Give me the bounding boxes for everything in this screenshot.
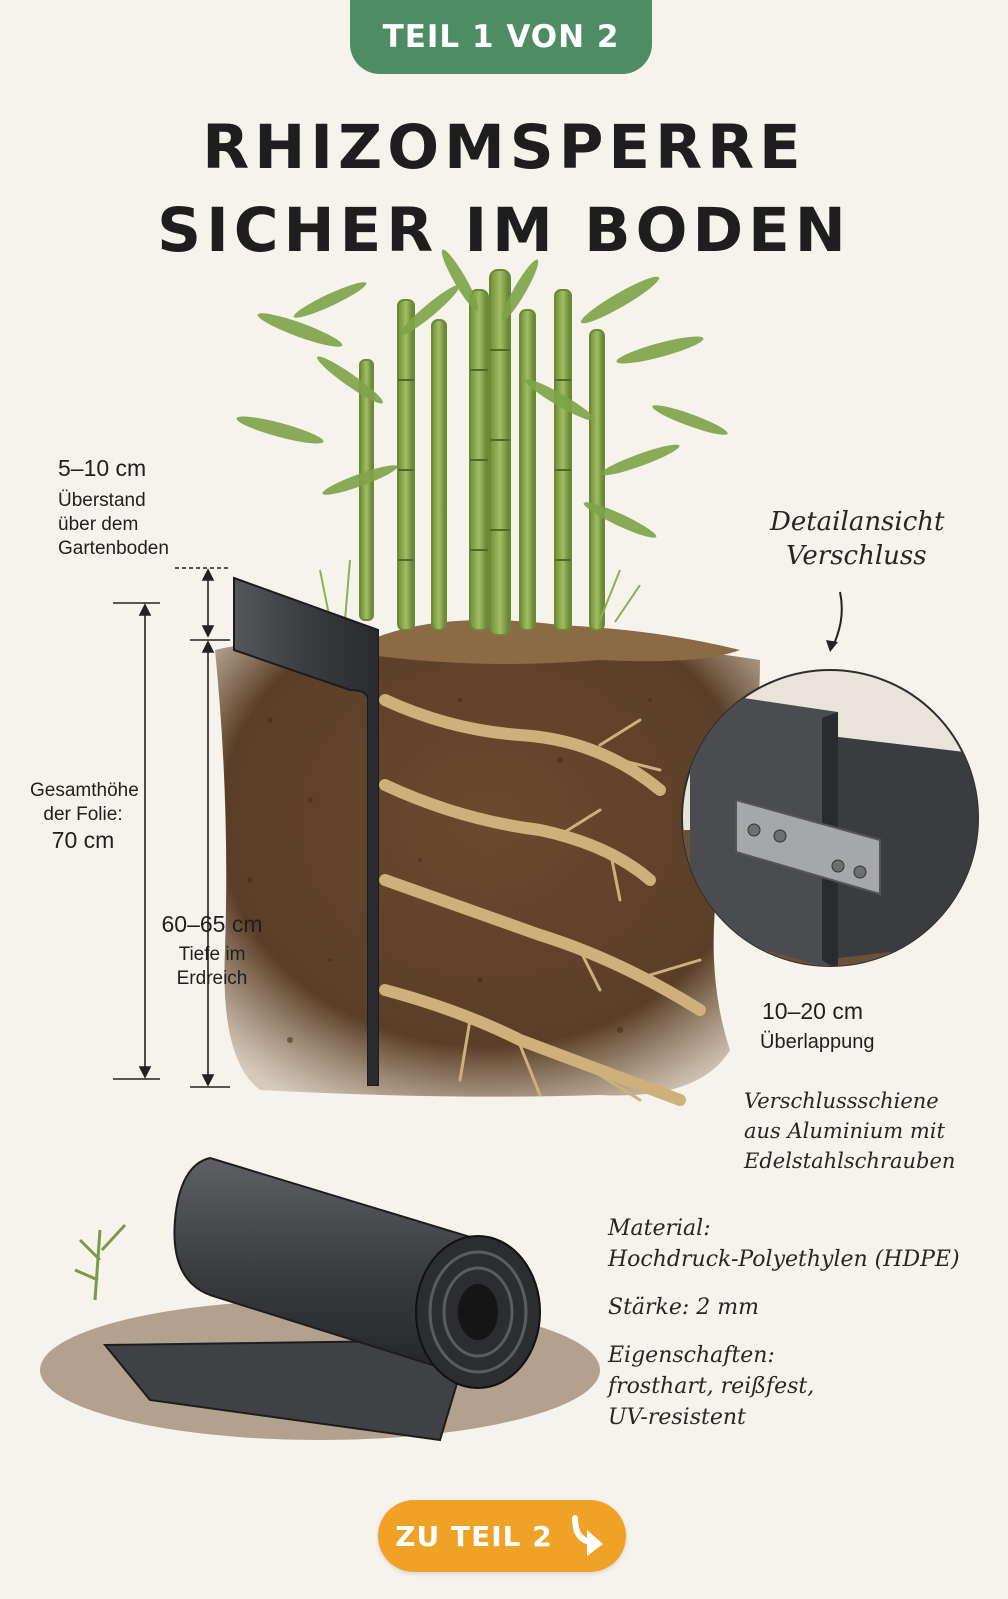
material-label: Material:: [608, 1216, 711, 1241]
depth-value: 60–65 cm: [161, 911, 263, 937]
part-badge: TEIL 1 VON 2: [350, 0, 652, 74]
material-specs: Material: Hochdruck-Polyethylen (HDPE) S…: [608, 1213, 960, 1433]
detail-view-title-line: Detailansicht: [770, 507, 945, 537]
total-height-value: 70 cm: [51, 827, 115, 853]
rhizome-roots: [379, 694, 706, 1106]
page-title-line-1: RHIZOMSPERRE: [202, 112, 806, 183]
soil-cross-section: [215, 620, 760, 1097]
overhang-description-line: Überstand: [58, 490, 146, 511]
overlap-label: Überlappung: [760, 1031, 875, 1053]
total-height-description-line: der Folie:: [43, 804, 123, 825]
detail-view-title: Detailansicht Verschluss: [770, 505, 944, 573]
overhang-description-line: Gartenboden: [58, 538, 169, 559]
properties-line: frosthart, reißfest,: [608, 1374, 815, 1399]
overhang-value: 5–10 cm: [58, 455, 147, 481]
next-part-button[interactable]: ZU TEIL 2: [378, 1500, 626, 1572]
closure-detail-view: [681, 591, 979, 967]
next-part-button-label: ZU TEIL 2: [395, 1519, 553, 1553]
root-barrier-sheet: [233, 576, 379, 1086]
total-height-description: Gesamthöhe der Folie:: [30, 779, 139, 827]
bamboo-plant: [236, 249, 728, 636]
overlap-value: 10–20 cm: [762, 998, 864, 1024]
properties-label: Eigenschaften:: [608, 1343, 775, 1368]
depth-description: Tiefe im Erdreich: [160, 943, 264, 991]
closure-rail-line: Verschlussschiene: [744, 1089, 939, 1113]
material-value: Hochdruck-Polyethylen (HDPE): [608, 1247, 960, 1272]
properties-line: UV-resistent: [608, 1405, 746, 1430]
depth-description-line: Erdreich: [176, 968, 248, 989]
part-badge-label: TEIL 1 VON 2: [382, 19, 620, 55]
thickness-value: Stärke: 2 mm: [608, 1295, 760, 1320]
detail-view-title-line: Verschluss: [786, 541, 927, 571]
hdpe-roll: [40, 1156, 600, 1442]
depth-description-line: Tiefe im: [178, 944, 246, 965]
page-title-line-2: SICHER IM BODEN: [157, 195, 851, 266]
arrow-down-right-icon: [571, 1515, 603, 1556]
dimension-lines: [113, 567, 230, 1088]
closure-rail-line: aus Aluminium mit: [744, 1119, 945, 1143]
closure-rail-description: Verschlussschiene aus Aluminium mit Edel…: [744, 1086, 955, 1176]
total-height-description-line: Gesamthöhe: [30, 780, 139, 801]
closure-rail-line: Edelstahlschrauben: [744, 1149, 956, 1173]
overhang-description: Überstand über dem Gartenboden: [58, 489, 169, 561]
overhang-description-line: über dem: [58, 514, 139, 535]
